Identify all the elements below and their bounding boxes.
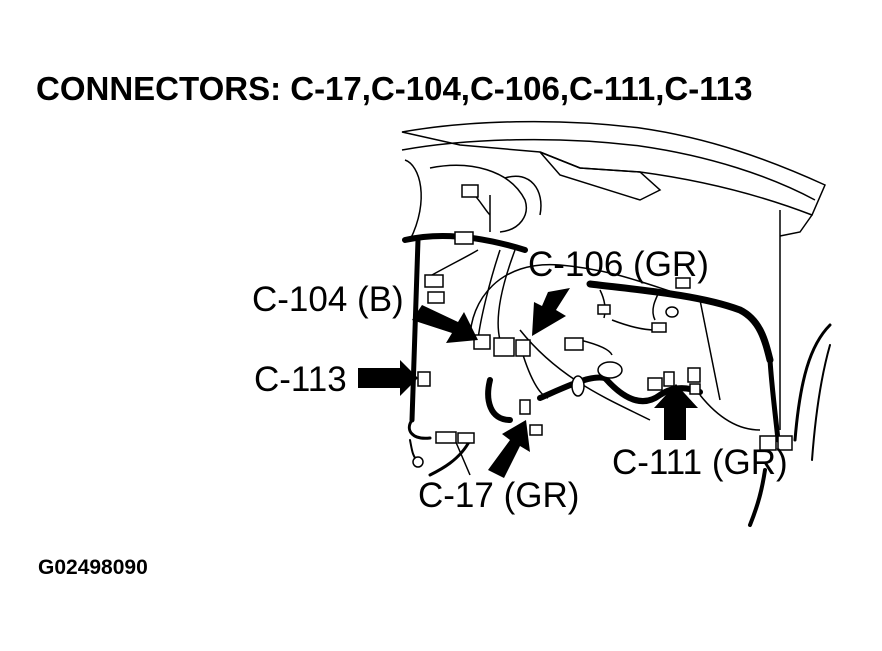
connectors (412, 184, 793, 468)
diagram-title: CONNECTORS: C-17,C-104,C-106,C-111,C-113 (36, 70, 753, 107)
label-c106: C-106 (GR) (528, 245, 709, 284)
arrow-c104 (412, 305, 478, 343)
figure-id: G02498090 (38, 556, 148, 579)
label-c17: C-17 (GR) (418, 476, 580, 515)
callout-arrows (358, 288, 698, 478)
label-c111: C-111 (GR) (612, 443, 788, 482)
dashboard-outline (401, 120, 826, 476)
arrow-c113 (358, 360, 418, 396)
arrow-c106 (532, 288, 570, 336)
label-c104: C-104 (B) (252, 280, 404, 319)
label-c113: C-113 (254, 360, 347, 399)
arrow-c17 (488, 420, 530, 478)
arrow-c111 (654, 384, 698, 440)
wire-harness (402, 232, 832, 527)
